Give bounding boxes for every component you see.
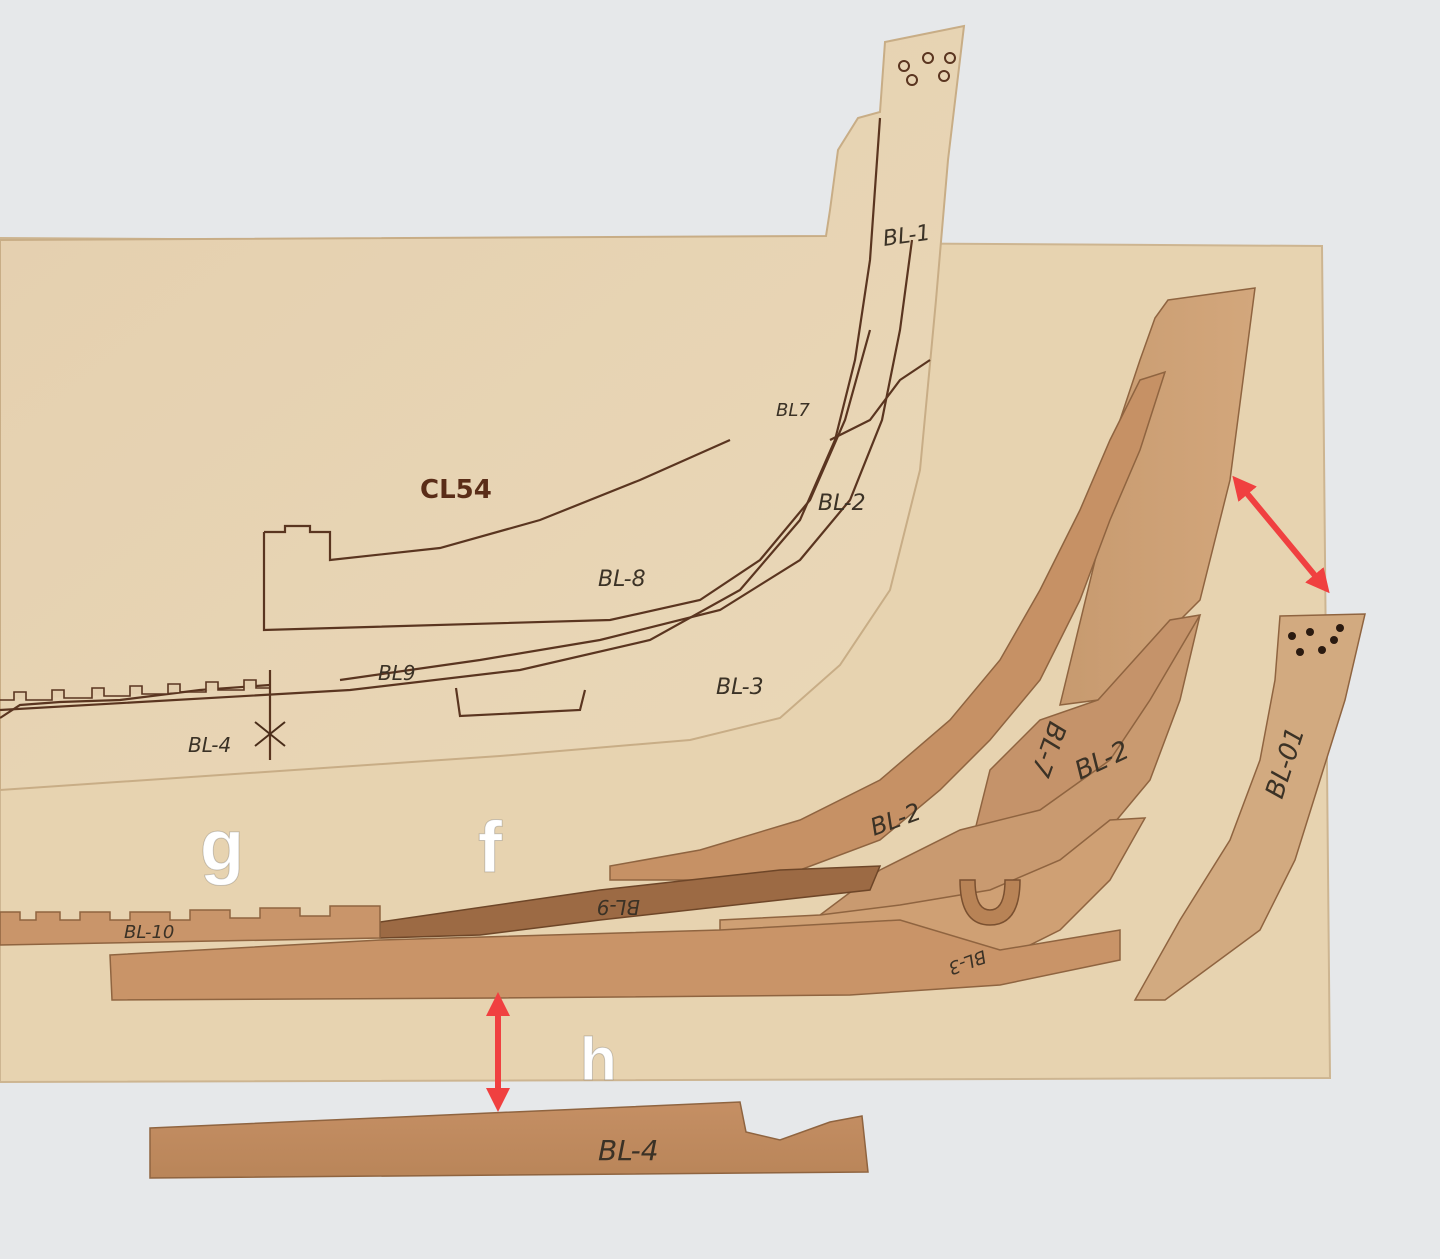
hardwood-loose-bl01	[1133, 613, 1366, 1001]
hardwood-label-bl9: BL-9	[597, 895, 640, 919]
hardwood-bl2-upper	[609, 370, 1167, 881]
hardwood-label-bl4-loose: BL-4	[598, 1134, 659, 1167]
cross-mark	[254, 721, 286, 747]
hardwood-label-bl10: BL-10	[124, 922, 174, 943]
plywood-holes	[898, 52, 956, 86]
hardwood-loose-bl4	[149, 1101, 869, 1179]
hardwood-keel-bl4-position	[109, 919, 1121, 1001]
hardwood-bl9-dark	[379, 865, 882, 939]
callout-g: g	[200, 806, 244, 886]
plywood-label-bl3: BL-3	[716, 675, 764, 700]
arrow-stem-gap	[1232, 475, 1330, 594]
plywood-label-bl4: BL-4	[188, 733, 231, 757]
hardwood-bl10-notched	[0, 905, 381, 946]
callout-h: h	[580, 1026, 617, 1093]
plywood-label-bl2: BL-2	[818, 491, 866, 516]
sheet-label: CL54	[420, 475, 492, 505]
plywood-label-bl7: BL7	[776, 400, 810, 421]
u-shape-cutout	[959, 879, 1021, 926]
loose-piece-holes	[1288, 624, 1344, 656]
plywood-label-bl8: BL-8	[598, 567, 646, 592]
plywood-notches	[0, 679, 270, 701]
callout-f: f	[478, 808, 503, 888]
plywood-label-bl9: BL9	[378, 661, 416, 685]
hardwood-stem-bl7	[1059, 287, 1256, 706]
